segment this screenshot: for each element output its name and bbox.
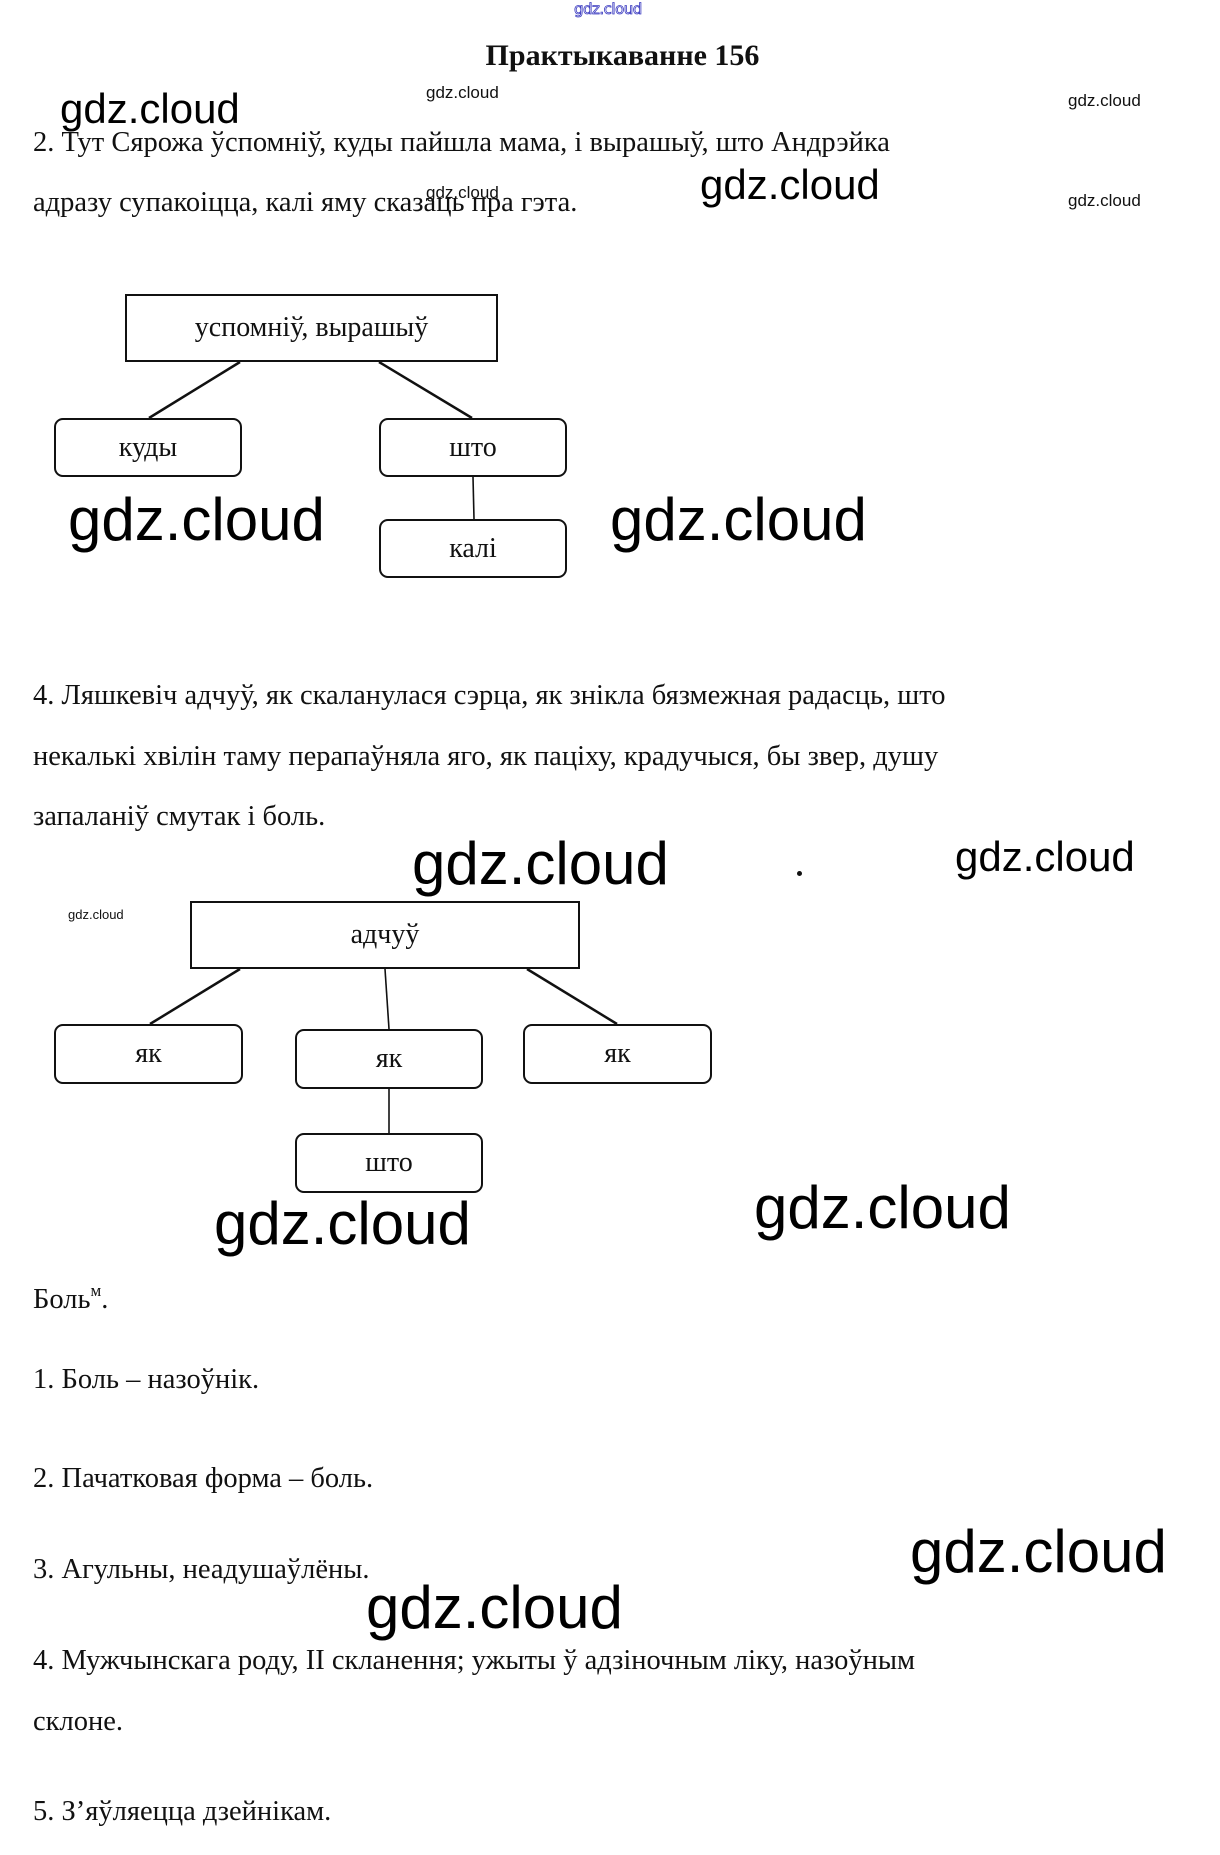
diagram1-root-node: успомніў, вырашыў <box>125 294 498 362</box>
diagram2-root-node: адчуў <box>190 901 580 969</box>
node-label: як <box>135 1038 162 1069</box>
watermark: gdz.cloud <box>426 83 499 102</box>
watermark: gdz.cloud <box>366 1574 623 1641</box>
diagram1-child-node: што <box>379 418 567 477</box>
watermark-top: gdz.cloud <box>574 0 643 18</box>
node-label: як <box>604 1038 631 1069</box>
node-label: як <box>375 1043 403 1074</box>
diagram2-child-node: як <box>54 1024 243 1084</box>
connector-line <box>472 476 475 520</box>
watermark: gdz.cloud <box>1068 91 1141 110</box>
page-title: Практыкаванне 156 <box>485 39 760 72</box>
node-label: што <box>365 1147 413 1178</box>
task2-line-2: адразу супакоіцца, калі яму сказаць пра … <box>33 187 578 218</box>
watermark: gdz.cloud <box>700 161 880 208</box>
watermark: gdz.cloud <box>610 486 867 553</box>
node-label: адчуў <box>350 919 420 950</box>
task2-line-1: 2. Тут Сярожа ўспомніў, куды пайшла мама… <box>33 127 890 158</box>
analysis-item: 2. Пачатковая форма – боль. <box>33 1463 374 1494</box>
stray-dot <box>797 871 802 876</box>
watermark: gdz.cloud <box>754 1174 1011 1241</box>
analysis-item: 4. Мужчынскага роду, ІІ скланення; ужыты… <box>33 1645 916 1676</box>
connector-line <box>526 967 618 1026</box>
watermark: gdz.cloud <box>412 830 669 897</box>
watermark: gdz.cloud <box>68 907 124 922</box>
node-label: што <box>449 431 497 463</box>
analysis-item: 5. З’яўляецца дзейнікам. <box>33 1796 332 1827</box>
watermark: gdz.cloud <box>1068 191 1141 210</box>
connector-line <box>378 360 473 420</box>
diagram2-grandchild-node: што <box>295 1133 483 1193</box>
analysis-item: склоне. <box>33 1706 123 1737</box>
diagram2-child-node: як <box>295 1029 483 1089</box>
watermark: gdz.cloud <box>214 1190 471 1257</box>
node-label: куды <box>118 431 178 463</box>
analysis-item: 3. Агульны, неадушаўлёны. <box>33 1554 370 1585</box>
watermark: gdz.cloud <box>68 486 325 553</box>
analysis-word: Больм. <box>33 1274 108 1317</box>
diagram1-child-node: куды <box>54 418 242 477</box>
watermark: gdz.cloud <box>60 85 240 132</box>
node-label: калі <box>449 532 497 564</box>
analysis-word-mark: м <box>90 1281 102 1300</box>
diagram1-grandchild-node: калі <box>379 519 567 578</box>
analysis-word-suffix: . <box>101 1284 109 1315</box>
diagram2-child-node: як <box>523 1024 712 1084</box>
task4-line-2: некалькі хвілін таму перапаўняла яго, як… <box>33 741 939 772</box>
node-label: успомніў, вырашыў <box>194 312 429 343</box>
analysis-item: 1. Боль – назоўнік. <box>33 1364 260 1395</box>
task4-line-3: запаланіў смутак і боль. <box>33 801 326 832</box>
analysis-word-text: Боль <box>33 1284 91 1315</box>
connector-line <box>149 967 241 1026</box>
task4-line-1: 4. Ляшкевіч адчуў, як скаланулася сэрца,… <box>33 680 946 711</box>
watermark: gdz.cloud <box>426 183 499 202</box>
watermark: gdz.cloud <box>955 833 1135 880</box>
watermark: gdz.cloud <box>910 1518 1167 1585</box>
connector-line <box>148 360 241 420</box>
connector-line <box>384 968 390 1030</box>
